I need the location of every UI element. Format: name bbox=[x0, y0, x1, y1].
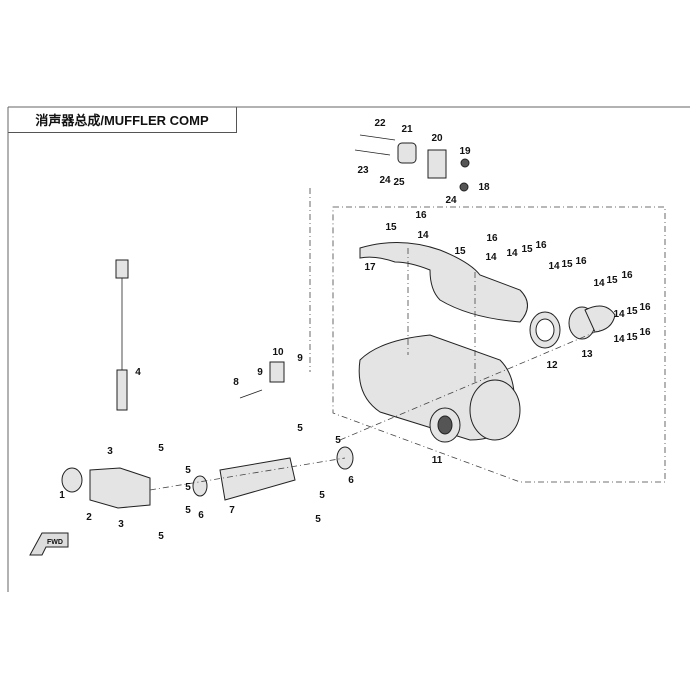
callout-14: 14 bbox=[417, 230, 429, 241]
forward-arrow-icon: FWD bbox=[29, 532, 69, 556]
heat-shield bbox=[359, 242, 528, 323]
svg-text:FWD: FWD bbox=[47, 539, 63, 546]
o2-sensor bbox=[116, 369, 128, 411]
callout-5: 5 bbox=[297, 423, 303, 434]
callout-11: 11 bbox=[432, 455, 443, 466]
hanger-bracket bbox=[427, 149, 447, 179]
callout-14: 14 bbox=[548, 261, 560, 272]
gasket-ring bbox=[61, 467, 83, 493]
callout-5: 5 bbox=[185, 465, 191, 476]
callout-25: 25 bbox=[393, 177, 405, 188]
callout-3: 3 bbox=[118, 519, 124, 530]
tail-pipe-outlet bbox=[584, 305, 616, 333]
callout-9: 9 bbox=[257, 367, 263, 378]
callout-16: 16 bbox=[486, 233, 498, 244]
callout-4: 4 bbox=[135, 367, 141, 378]
inlet-opening bbox=[437, 415, 453, 435]
callout-2: 2 bbox=[86, 512, 92, 523]
callout-14: 14 bbox=[613, 309, 625, 320]
seal-ring bbox=[192, 475, 208, 497]
callout-15: 15 bbox=[606, 275, 618, 286]
callout-24: 24 bbox=[379, 175, 391, 186]
callout-3: 3 bbox=[107, 446, 113, 457]
callout-24: 24 bbox=[445, 195, 457, 206]
rubber-bushing bbox=[397, 142, 417, 164]
callout-16: 16 bbox=[535, 240, 547, 251]
callout-7: 7 bbox=[229, 505, 235, 516]
callout-16: 16 bbox=[639, 327, 651, 338]
o2-sensor-connector bbox=[115, 259, 129, 279]
callout-6: 6 bbox=[198, 510, 204, 521]
callout-16: 16 bbox=[621, 270, 633, 281]
callout-23: 23 bbox=[357, 165, 369, 176]
callout-12: 12 bbox=[546, 360, 558, 371]
callout-15: 15 bbox=[626, 332, 638, 343]
callout-5: 5 bbox=[158, 531, 164, 542]
callout-15: 15 bbox=[561, 259, 573, 270]
callout-15: 15 bbox=[521, 244, 533, 255]
nut bbox=[460, 158, 470, 168]
callout-10: 10 bbox=[272, 347, 284, 358]
callout-5: 5 bbox=[335, 435, 341, 446]
callout-14: 14 bbox=[613, 334, 625, 345]
callout-14: 14 bbox=[506, 248, 518, 259]
callout-21: 21 bbox=[401, 124, 413, 135]
callout-22: 22 bbox=[374, 118, 386, 129]
callout-15: 15 bbox=[626, 306, 638, 317]
callout-16: 16 bbox=[575, 256, 587, 267]
exhaust-manifold bbox=[89, 467, 151, 509]
callout-15: 15 bbox=[385, 222, 397, 233]
callout-5: 5 bbox=[319, 490, 325, 501]
callout-5: 5 bbox=[185, 505, 191, 516]
muffler-assembly-boundary bbox=[332, 206, 666, 483]
nut bbox=[459, 182, 469, 192]
callout-18: 18 bbox=[478, 182, 490, 193]
callout-17: 17 bbox=[364, 262, 376, 273]
callout-5: 5 bbox=[315, 514, 321, 525]
callout-14: 14 bbox=[485, 252, 497, 263]
callout-13: 13 bbox=[581, 349, 593, 360]
callout-1: 1 bbox=[59, 490, 65, 501]
callout-5: 5 bbox=[185, 482, 191, 493]
front-exhaust-pipe bbox=[219, 457, 296, 501]
callout-20: 20 bbox=[431, 133, 443, 144]
muffler-end bbox=[469, 379, 521, 441]
callout-16: 16 bbox=[415, 210, 427, 221]
callout-14: 14 bbox=[593, 278, 605, 289]
callout-6: 6 bbox=[348, 475, 354, 486]
callout-16: 16 bbox=[639, 302, 651, 313]
sensor-bracket bbox=[269, 361, 285, 383]
callout-8: 8 bbox=[233, 377, 239, 388]
callout-5: 5 bbox=[158, 443, 164, 454]
diagram-title: 消声器总成/MUFFLER COMP bbox=[8, 107, 237, 133]
frame bbox=[7, 106, 690, 592]
callout-9: 9 bbox=[297, 353, 303, 364]
gasket-hole bbox=[535, 318, 555, 342]
callout-15: 15 bbox=[454, 246, 466, 257]
callout-19: 19 bbox=[459, 146, 471, 157]
